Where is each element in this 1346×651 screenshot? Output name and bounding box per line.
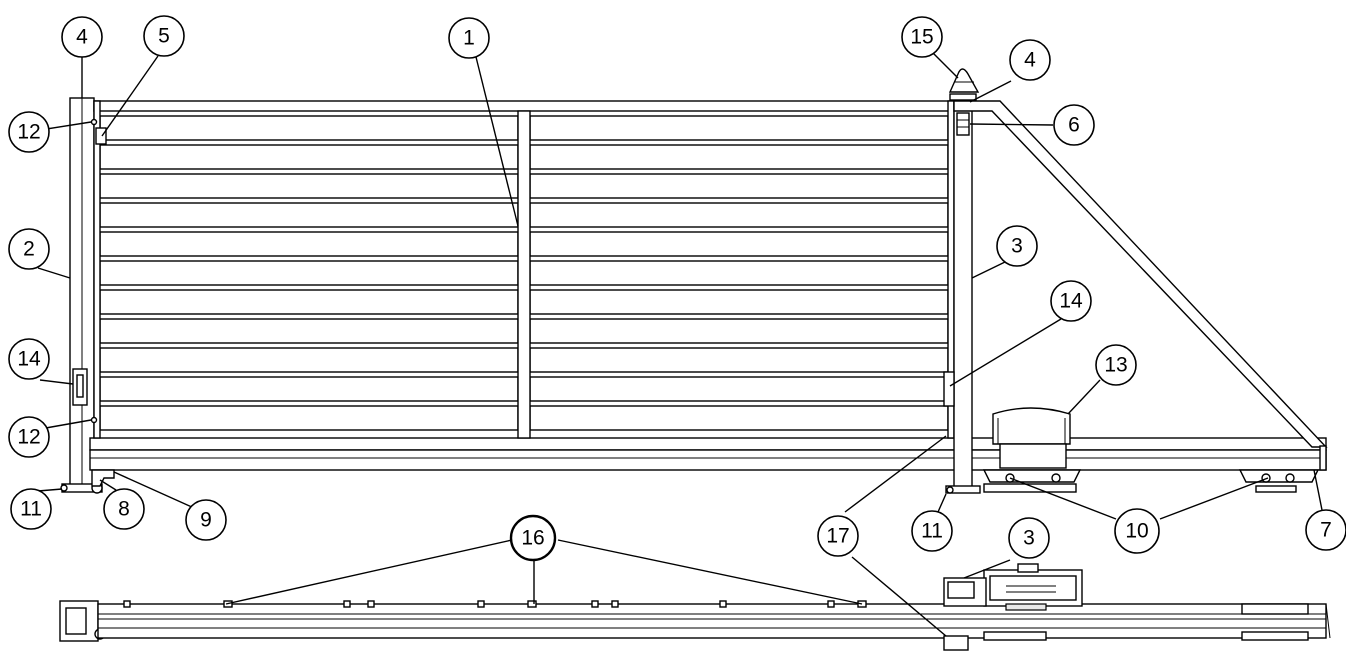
leader-lines [37, 52, 1323, 637]
plan-guide-beam [97, 603, 1327, 639]
callout-16: 16 [509, 514, 557, 562]
callout-14-left-label: 14 [17, 348, 41, 371]
callout-17: 17 [817, 515, 859, 557]
callout-15-label: 15 [910, 26, 933, 49]
callout-14-right: 14 [1050, 280, 1092, 322]
callout-4-left-label: 4 [76, 26, 88, 49]
lower-bracket [91, 469, 115, 487]
callout-4-right: 4 [1009, 39, 1051, 81]
callout-5: 5 [143, 15, 185, 57]
callout-12-lower-label: 12 [17, 426, 40, 449]
callout-11-left-label: 11 [20, 498, 42, 521]
gate-elevation-view [60, 68, 1328, 494]
callout-9: 9 [185, 499, 227, 541]
plan-carriage-front [983, 631, 1047, 641]
callout-7-label: 7 [1320, 519, 1332, 542]
gate-frame-left-stile [93, 100, 101, 439]
callout-12-upper: 12 [8, 111, 50, 153]
top-frame-rail [93, 100, 955, 112]
callout-7: 7 [1305, 509, 1346, 551]
callout-8-label: 8 [118, 498, 130, 521]
photocell-left [95, 127, 107, 145]
gate-middle-stile [517, 110, 531, 439]
fixing-screw-lower [90, 416, 98, 424]
callout-2: 2 [8, 228, 50, 270]
callout-13-label: 13 [1104, 354, 1127, 377]
right-post [953, 97, 973, 491]
photocell-right [956, 112, 970, 136]
callout-12-lower: 12 [8, 416, 50, 458]
callout-3-plan-label: 3 [1023, 527, 1035, 550]
callout-1-label: 1 [463, 27, 475, 50]
callout-3-elevation-label: 3 [1011, 235, 1023, 258]
callout-4-left: 4 [61, 16, 103, 58]
right-post-cap [949, 93, 977, 101]
callout-12-upper-label: 12 [17, 121, 40, 144]
rack-fixing-points [123, 600, 867, 608]
callout-2-label: 2 [23, 238, 35, 261]
callout-8: 8 [103, 488, 145, 530]
callout-15: 15 [901, 16, 943, 58]
roller-carriage-front [982, 469, 1082, 483]
anchor-bolt-right [946, 486, 954, 494]
callout-6: 6 [1053, 104, 1095, 146]
callout-3-plan: 3 [1008, 517, 1050, 559]
plan-carriage-rear [1241, 603, 1309, 615]
plan-end-stop [943, 635, 969, 651]
callout-17-label: 17 [826, 525, 849, 548]
gate-infill-slats [99, 115, 949, 431]
warning-lamp [948, 68, 980, 93]
gate-plan-view [59, 563, 1331, 651]
callout-11-left: 11 [10, 488, 52, 530]
callout-5-label: 5 [158, 25, 170, 48]
callout-16-label: 16 [521, 527, 544, 550]
callout-11-right: 11 [911, 510, 953, 552]
callout-14-right-label: 14 [1059, 290, 1083, 313]
lock-handle-right [943, 371, 955, 407]
motor-base-plate [983, 483, 1077, 493]
bottom-guide-beam [89, 437, 1327, 451]
anchor-bolt-left [60, 484, 68, 492]
callout-14-left: 14 [8, 338, 50, 380]
callout-4-right-label: 4 [1024, 49, 1036, 72]
fixing-screw-upper [90, 118, 98, 126]
callout-3-elevation: 3 [996, 225, 1038, 267]
callout-10: 10 [1114, 508, 1160, 554]
counterbalance-tail-frame [953, 100, 1328, 448]
callout-1: 1 [448, 17, 490, 59]
callout-10-label: 10 [1125, 520, 1148, 543]
beam-end-cap [1319, 445, 1327, 471]
callout-6-label: 6 [1068, 114, 1080, 137]
callout-9-label: 9 [200, 509, 212, 532]
gearmotor-housing [992, 407, 1071, 445]
callout-11-right-label: 11 [921, 520, 943, 543]
roller-carriage-rear [1238, 469, 1320, 493]
callout-13: 13 [1095, 344, 1137, 386]
